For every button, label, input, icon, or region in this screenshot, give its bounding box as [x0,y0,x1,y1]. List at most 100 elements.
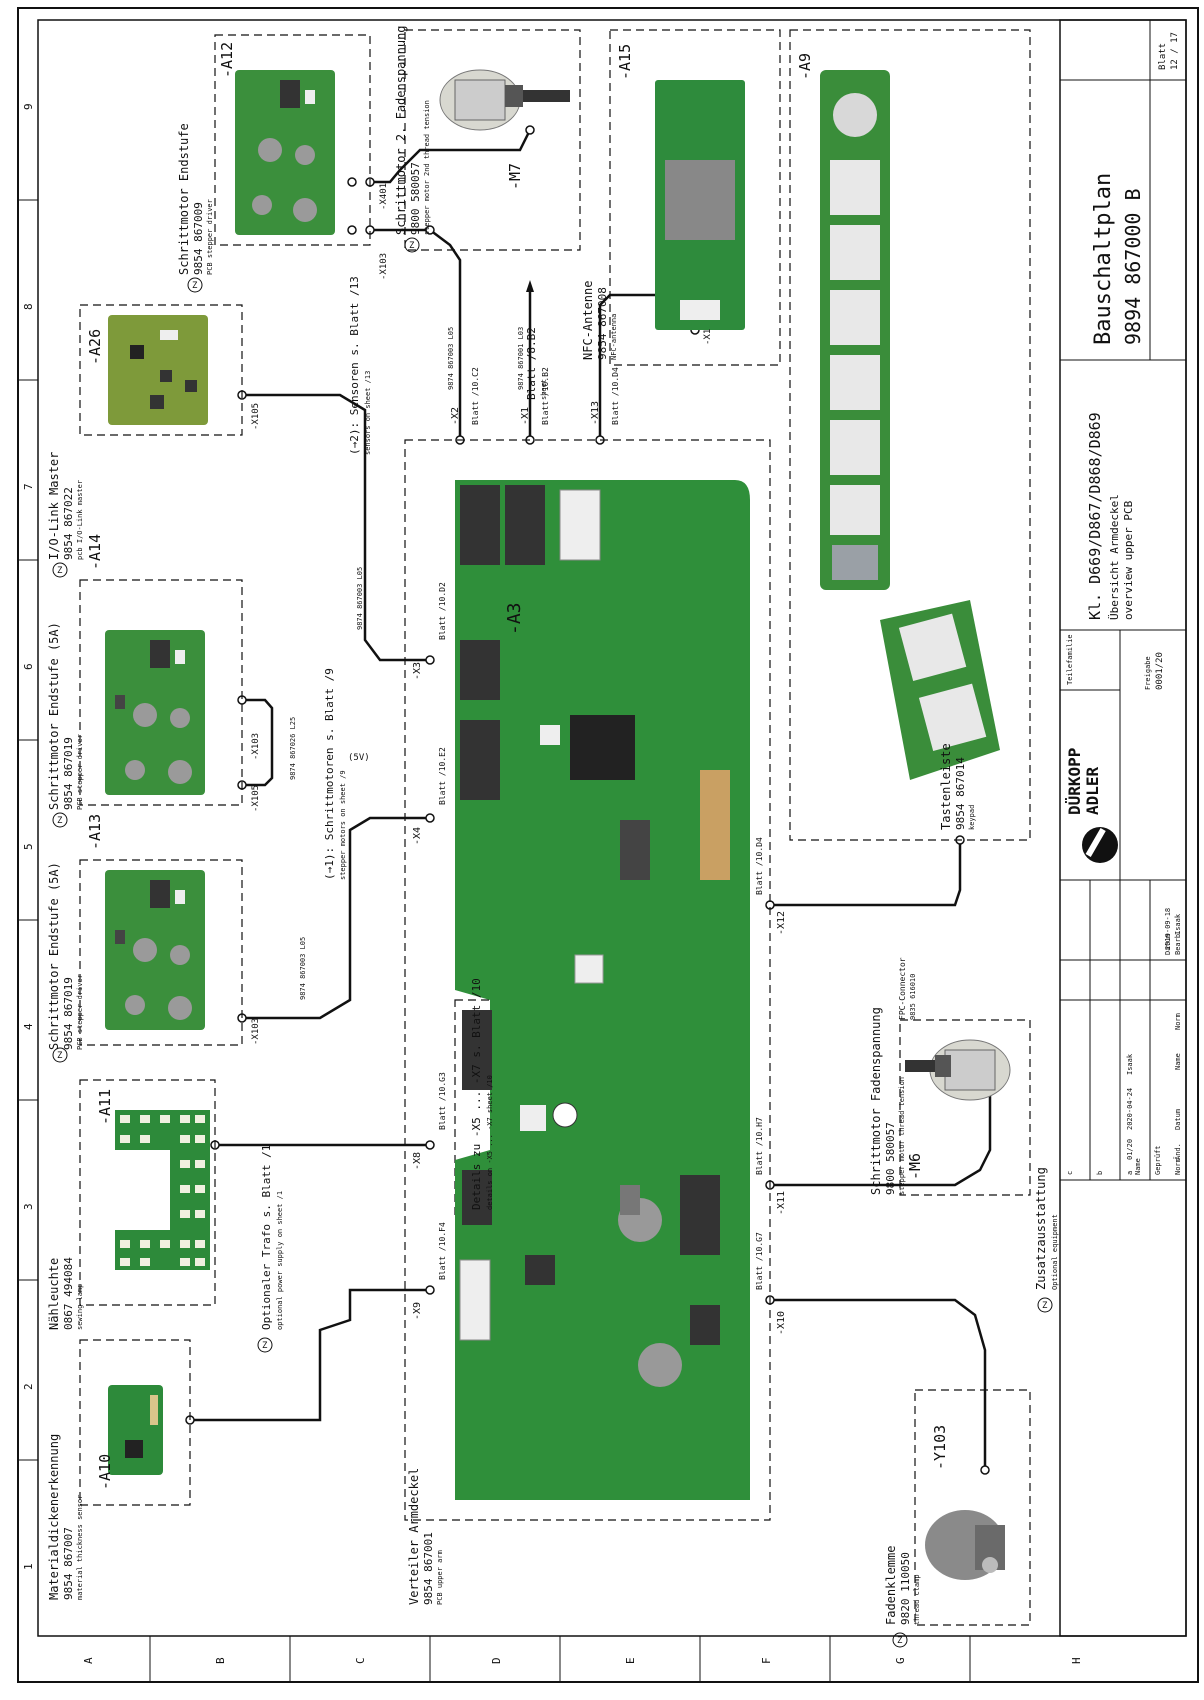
wire-x12-a9 [770,840,962,907]
a26-x105: -X105 [251,403,261,430]
grid-letter-e: E [624,1657,637,1664]
title-block-aend-label: Änd. [1173,1143,1182,1160]
a10-name: Materialdickenerkennung [47,1434,61,1600]
ref-10d4: Blatt /10.D4 [611,367,620,425]
optional-legend-en: Optional equipment [1051,1214,1059,1290]
a9-part: 9854 867014 [954,757,967,830]
grid-letter-c: C [354,1657,367,1664]
sensors-note: (→2): Sensoren s. Blatt /13 [348,276,361,455]
m7-en: stepper motor 2nd thread tension [423,100,431,235]
box-a9 [789,29,1031,841]
a10-part: 9854 867007 [62,1527,75,1600]
grid-number-2: 2 [22,1383,35,1390]
y103-part: 9820 110050 [899,1552,912,1625]
a3-name: Verteiler Armdeckel [407,1468,421,1605]
z-markers: Z Z Z Z Z Z Z Z (5V) [52,237,1053,1648]
title-block-sheet-label: Blatt [1158,43,1168,70]
title-block-teilefamilie: Teilefamilie [1066,634,1074,685]
a9-id: -A9 [796,53,814,80]
a13-id: -A13 [86,814,104,850]
y103-id: -Y103 [931,1425,949,1470]
outer-frame [17,7,1199,1683]
a14-id: -A14 [86,534,104,570]
a3-x4: -X4 [412,827,423,845]
wire-x10-y103 [770,1298,987,1470]
logo-line2: ADLER [1083,766,1102,815]
title-block-gepr-label: Geprüft [1154,1145,1162,1175]
a12-x401: -X401 [379,183,389,210]
a26-name: I/O-Link Master [47,452,61,560]
m6-en: stepper motor thread tension [898,1077,906,1195]
grid-number-3: 3 [22,1203,35,1210]
grid-number-4: 4 [22,1023,35,1030]
a13-x105: -X105 [251,785,261,812]
a12-driver-pcb [235,70,335,235]
box-a11 [79,1079,216,1306]
ref-10g7: Blatt /10.G7 [755,1232,764,1290]
m7-part: 9800 580057 [409,162,422,235]
title-block-rev-b: b [1096,1171,1104,1175]
ref-10c2: Blatt /10.C2 [471,367,480,425]
title-block-hdr-norm: Norm [1174,1013,1182,1030]
wire-a26-x3 [363,420,430,662]
trafo-note-en: optional power supply on sheet /1 [276,1191,284,1330]
sensors-note-en: sensors on sheet /13 [364,371,372,455]
duerkopp-adler-logo: DÜRKOPP ADLER [1065,748,1118,863]
a12-part: 9854 867009 [192,202,205,275]
a15-nfc-pcb [655,80,745,330]
a14-driver-pcb [105,630,205,795]
y103-name: Fadenklemme [884,1546,898,1625]
a15-x1: -X1 [703,329,713,345]
title-block-rev-a: a [1126,1171,1134,1175]
box-a10 [79,1339,191,1506]
a3-x12: -X12 [776,911,787,935]
title-block-rev-a-name: Isaak [1126,1053,1134,1075]
wire-x11-m6 [770,1090,992,1187]
a26-en: pcb I/O-Link master [76,480,84,560]
ref-10d2: Blatt /10.D2 [438,582,447,640]
title-block-number: 9894 867000 B [1121,188,1145,345]
ref-10b2: Blatt /10.B2 [541,367,550,425]
blatt-862-note: Blatt /8.B2 [525,327,538,400]
box-m6 [899,1019,1031,1196]
title-block-bearb-value: Isaak [1174,913,1182,935]
a3-x2: -X2 [450,407,461,425]
y103-thread-clamp [925,1510,1005,1580]
motors-note: (→1): Schrittmotoren s. Blatt /9 [323,668,336,880]
a12-en: PCB stepper driver [206,199,214,275]
a11-id: -A11 [96,1089,114,1125]
grid-letter-d: D [490,1657,503,1664]
m7-stepper-motor [439,69,570,131]
grid-number-1: 1 [22,1563,35,1570]
a3-x10: -X10 [776,1311,787,1335]
a11-name: Nähleuchte [47,1258,61,1330]
cable-l03: 9874 867001 L03 [517,327,525,390]
z-a26: Z [57,566,63,576]
title-block-name-label: Name [1134,1158,1142,1175]
a10-sensor-pcb [108,1385,163,1475]
title-block-hdr-name: Name [1174,1053,1182,1070]
wire-a10-x9 [190,1288,430,1422]
a11-lamp-pcb [115,1110,210,1270]
a13-driver-pcb [105,870,205,1030]
title-block: Bauschaltplan 9894 867000 B Blatt 12 / 1… [1059,19,1187,1637]
title-block-rev-c: c [1066,1171,1074,1175]
grid-letter-a: A [82,1657,95,1664]
y103-en: thread clamp [913,1574,921,1625]
title-block-desc-en: overview upper PCB [1122,500,1135,620]
a3-en: PCB upper arm [436,1550,444,1605]
title-block-rev-a-change: 01/20 [1126,1139,1134,1160]
a9-name: Tastenleiste [939,743,953,830]
a12-id: -A12 [218,42,236,78]
a26-iolink-pcb [108,315,208,425]
a3-x9: -X9 [412,1302,423,1320]
a13-name: Schrittmotor Endstufe (5A) [47,862,61,1050]
a15-part: 9854 867008 [596,287,609,360]
grid-letter-ruler: A B C D E F G H [38,1635,1186,1682]
wire-a26-x3-top [242,393,367,420]
z-m7: Z [409,241,415,251]
title-block-hdr-datum: Datum [1174,1109,1182,1130]
a10-id: -A10 [96,1454,114,1490]
